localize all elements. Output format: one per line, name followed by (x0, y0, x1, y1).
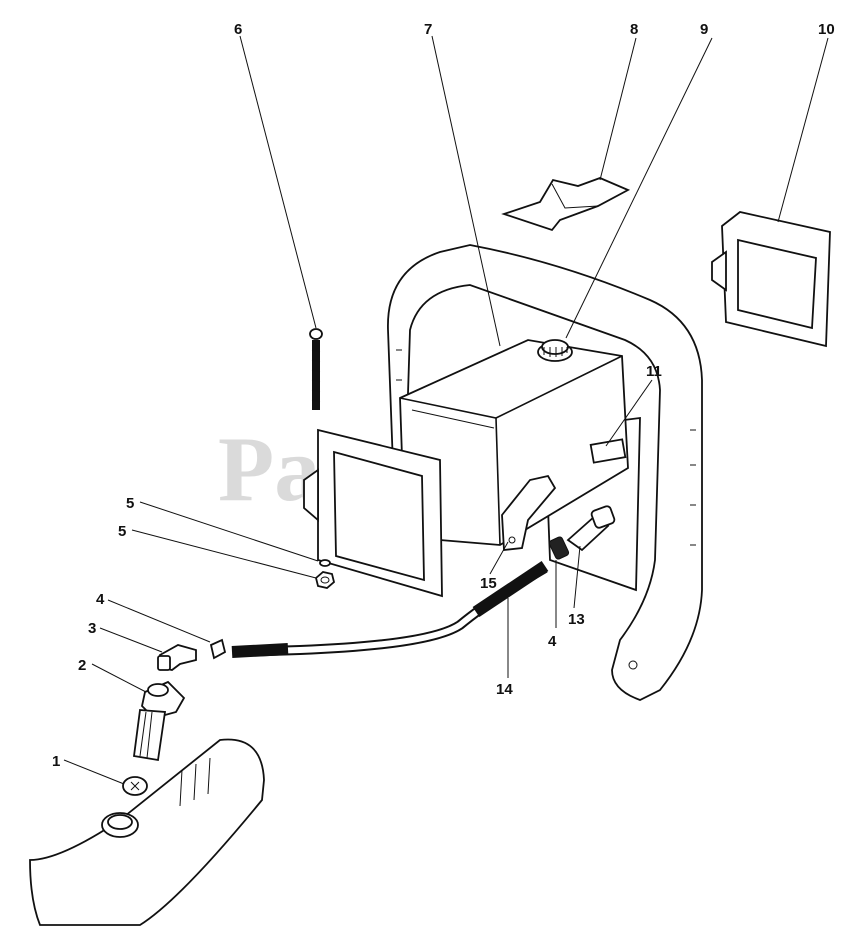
fitting-washer (122, 776, 148, 796)
callout-4-upper: 4 (548, 633, 557, 650)
handle-frame (387, 244, 703, 701)
shutoff-valve (566, 505, 616, 552)
leader-lines (63, 35, 829, 785)
callout-9: 8 (630, 21, 638, 38)
engine-shroud (29, 738, 265, 926)
elbow-fitting (157, 644, 197, 671)
decal-label (589, 438, 627, 464)
long-bolt (309, 328, 323, 410)
callout-13: 13 (568, 611, 585, 628)
hose-clamp-lower (209, 638, 227, 660)
callout-5: 5 (118, 523, 126, 540)
callout-2: 2 (78, 657, 86, 674)
callout-1: 1 (52, 753, 60, 770)
fuel-cap (537, 339, 573, 362)
hex-nut (314, 571, 336, 589)
callout-11: 10 (818, 21, 835, 38)
callout-3: 3 (88, 620, 96, 637)
callout-6: 5 (126, 495, 134, 512)
lock-washer (319, 559, 331, 567)
callout-15: 15 (480, 575, 497, 592)
tank-strap-left (303, 428, 443, 598)
hose-clamp-upper (548, 536, 570, 560)
callout-12: 11 (646, 363, 662, 380)
tank-strap-right (711, 211, 831, 348)
tank-bracket (501, 474, 557, 551)
callout-4-lower: 4 (96, 591, 105, 608)
callout-10: 9 (700, 21, 708, 38)
callout-14: 14 (496, 681, 513, 698)
fuel-line (231, 561, 549, 658)
fuel-filter (132, 680, 186, 762)
callout-7: 6 (234, 21, 242, 38)
clip-part (501, 177, 631, 232)
callout-8: 7 (424, 21, 432, 38)
